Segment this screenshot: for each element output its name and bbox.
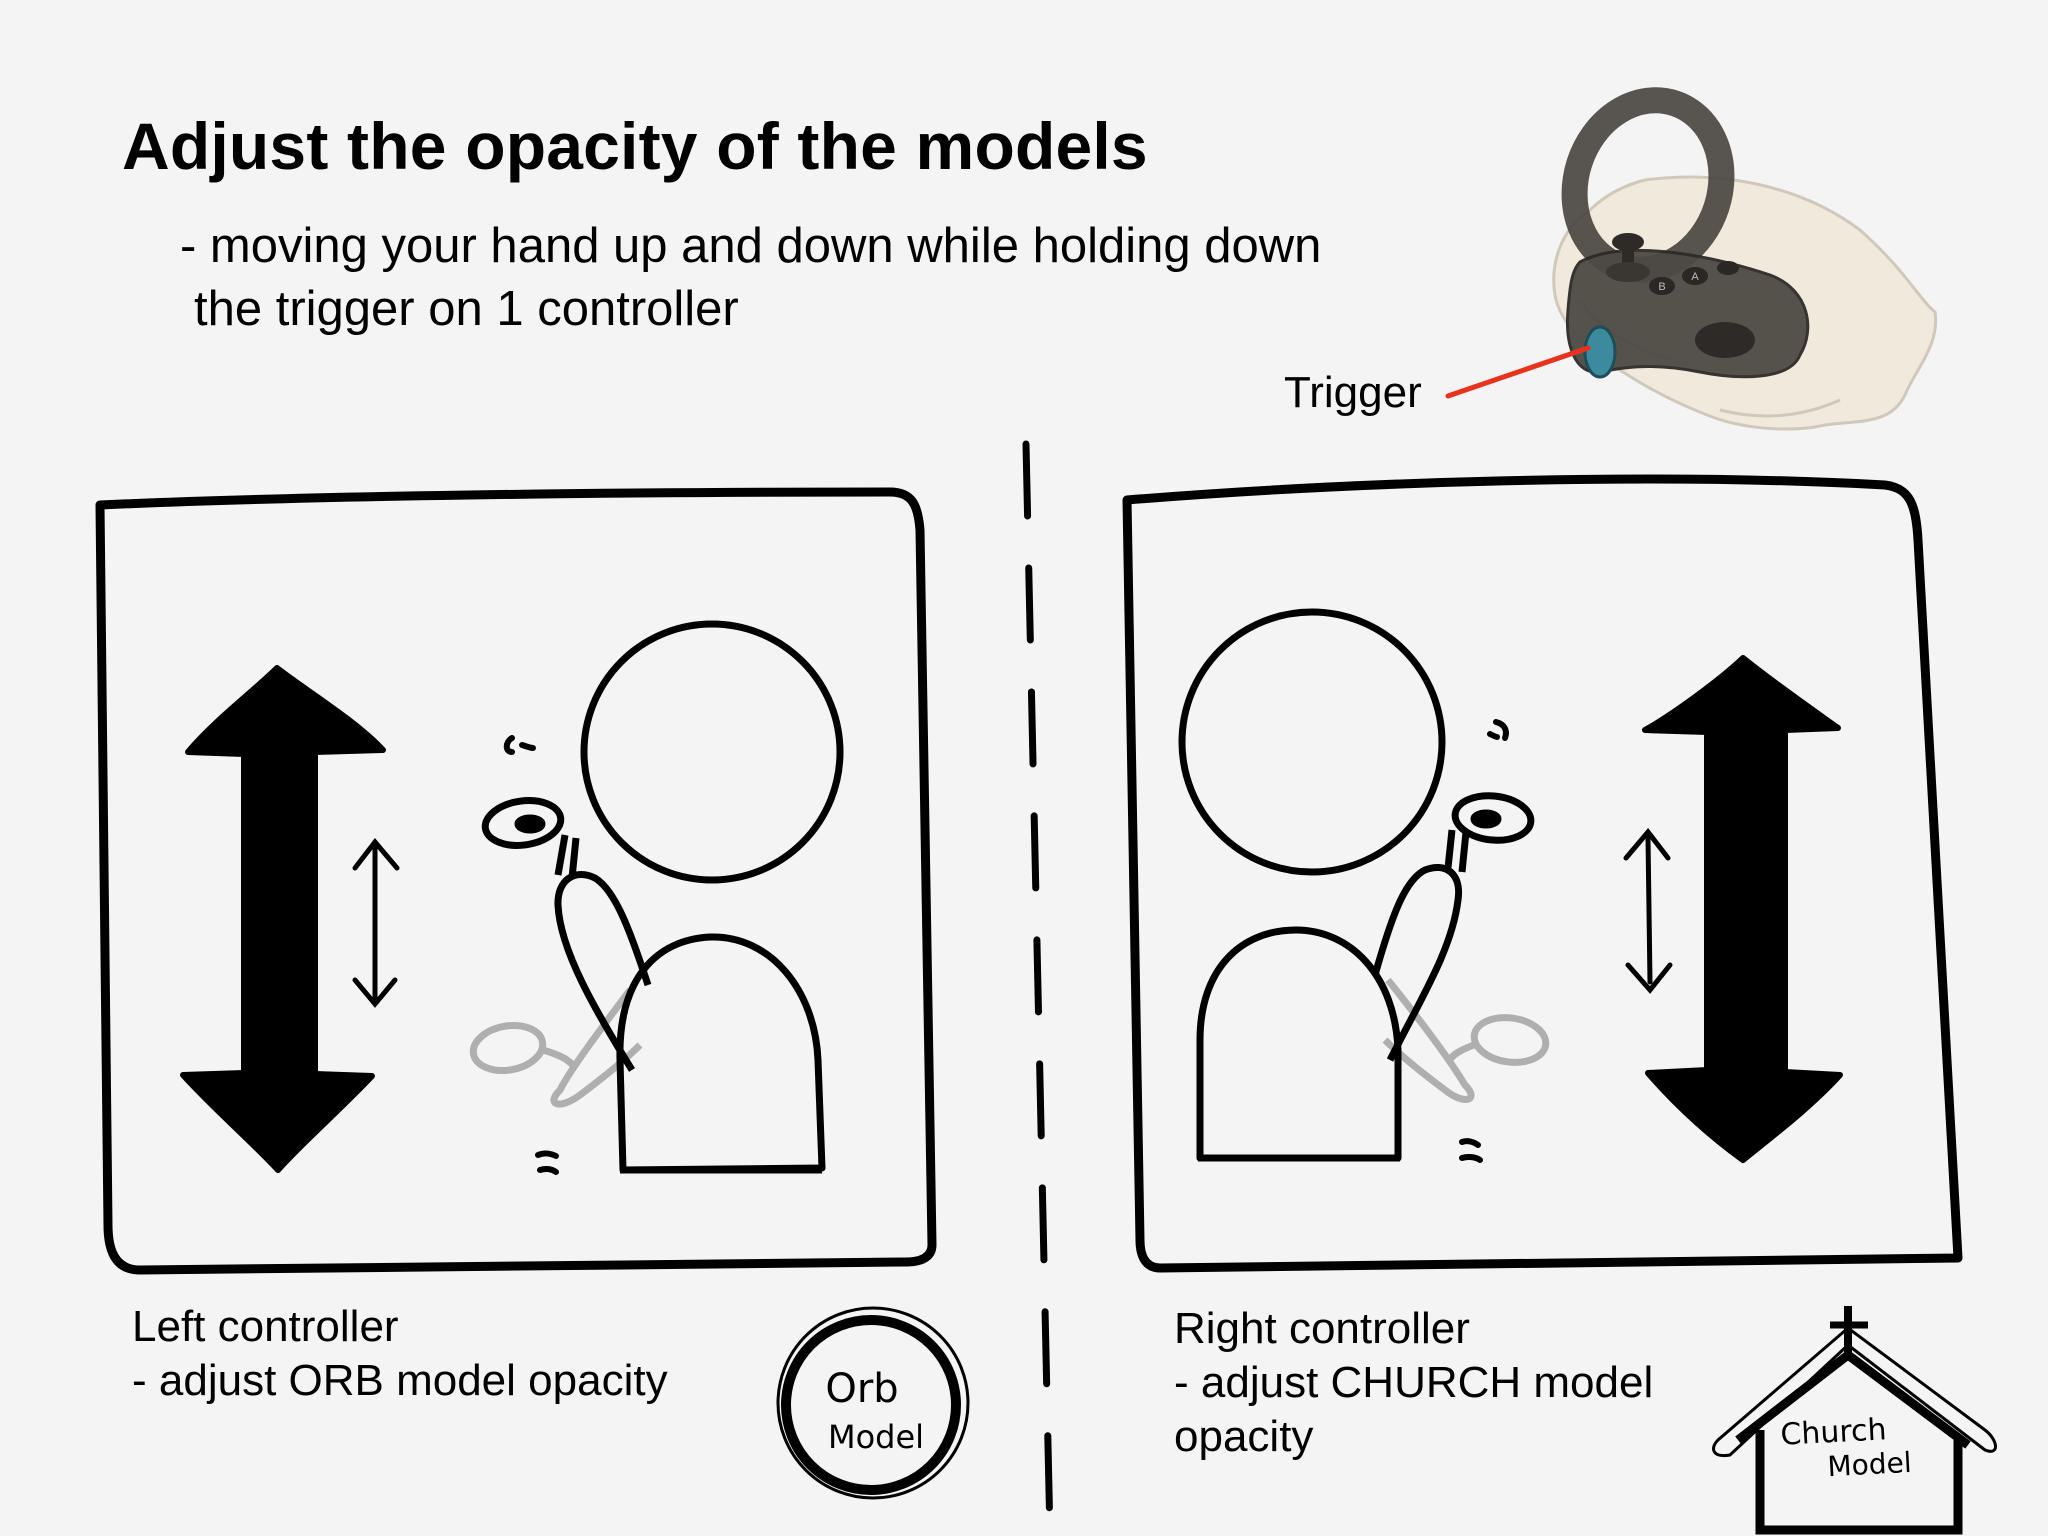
button-b-label: B — [1658, 281, 1665, 293]
church-badge-line2: Model — [1827, 1446, 1913, 1483]
small-double-arrow-icon — [352, 838, 400, 1008]
small-double-arrow-icon-right — [1623, 828, 1673, 994]
big-double-arrow-icon — [180, 665, 386, 1173]
motion-marks — [503, 735, 559, 1175]
page-title: Adjust the opacity of the models — [122, 109, 1148, 183]
held-controller-icon — [481, 797, 580, 879]
person-body-right — [1196, 926, 1402, 1162]
trigger-pointer-line — [1445, 345, 1591, 399]
thumbstick-icon — [1612, 233, 1644, 251]
ghost-arm — [469, 987, 643, 1108]
church-model-badge: Church Model — [1712, 1306, 1997, 1535]
button-a-icon — [1682, 267, 1708, 285]
right-caption-line2: - adjust CHURCH model — [1174, 1358, 1654, 1407]
right-caption-line3: opacity — [1174, 1412, 1314, 1461]
church-badge-line1: Church — [1780, 1412, 1888, 1453]
person-head-right — [1178, 608, 1446, 876]
left-panel-frame — [95, 487, 937, 1275]
orb-badge-line1: Orb — [825, 1366, 898, 1412]
center-divider — [1022, 440, 1054, 1536]
big-double-arrow-icon-right — [1642, 655, 1843, 1163]
trigger-button-icon — [1583, 325, 1617, 379]
left-controller-caption: Left controller - adjust ORB model opaci… — [132, 1300, 668, 1408]
raised-arm — [554, 871, 652, 1072]
held-controller-icon-right — [1444, 792, 1535, 873]
person-body — [616, 933, 826, 1174]
raised-arm-right — [1371, 863, 1463, 1062]
left-panel — [95, 487, 937, 1275]
motion-marks-right — [1459, 719, 1509, 1163]
ghost-arm-right — [1382, 977, 1550, 1103]
right-caption-line1: Right controller — [1174, 1304, 1470, 1353]
left-caption-line1: Left controller — [132, 1302, 399, 1351]
button-b-icon — [1649, 277, 1675, 295]
right-panel — [1122, 474, 1963, 1273]
right-controller-caption: Right controller - adjust CHURCH model o… — [1174, 1302, 1653, 1464]
right-panel-frame — [1122, 474, 1963, 1273]
instruction-line-1: - moving your hand up and down while hol… — [180, 219, 1322, 273]
button-a-label: A — [1691, 271, 1699, 283]
vr-controller-illustration: B A — [1445, 87, 1938, 431]
person-head — [580, 620, 844, 884]
left-caption-line2: - adjust ORB model opacity — [132, 1356, 668, 1405]
orb-model-badge: Orb Model — [776, 1306, 970, 1500]
instruction-line-2: the trigger on 1 controller — [194, 282, 739, 336]
orb-badge-line2: Model — [828, 1418, 924, 1456]
trigger-label: Trigger — [1284, 368, 1422, 417]
